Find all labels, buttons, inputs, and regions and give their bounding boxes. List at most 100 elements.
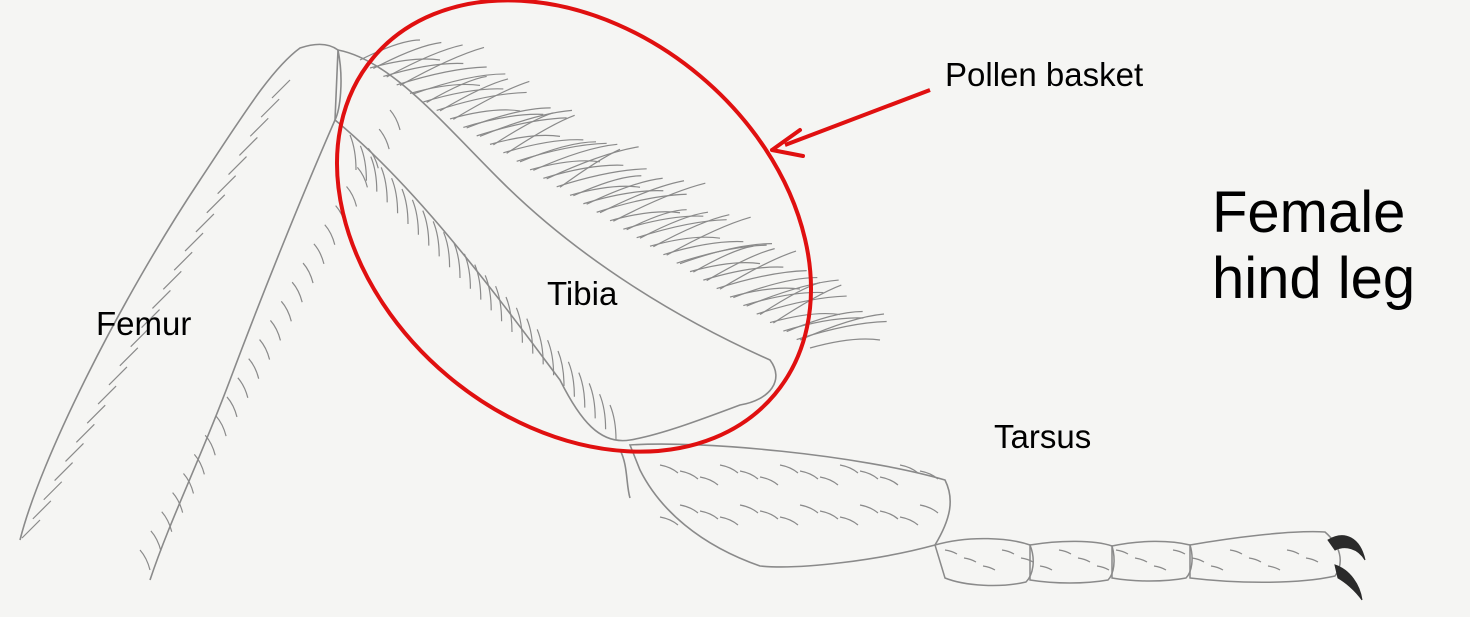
tarsal-segment-4 xyxy=(1190,532,1340,583)
hair-stroke xyxy=(453,81,529,119)
tarsal-segment-1 xyxy=(935,539,1033,586)
title-line-2: hind leg xyxy=(1212,246,1415,312)
claw-upper xyxy=(1328,536,1365,560)
hair-stroke xyxy=(945,550,957,554)
hair-stroke xyxy=(162,512,172,532)
hair-stroke xyxy=(218,176,236,194)
hair-stroke xyxy=(281,301,291,321)
hair-stroke xyxy=(730,288,800,297)
hair-stroke xyxy=(740,505,758,513)
hair-stroke xyxy=(174,252,192,270)
hair-stroke xyxy=(249,359,259,379)
hair-stroke xyxy=(503,140,583,153)
hair-stroke xyxy=(660,465,678,473)
hair-stroke xyxy=(423,89,503,102)
hair-stroke xyxy=(370,59,440,68)
basitarsus-outline xyxy=(630,444,950,567)
hair-stroke xyxy=(292,282,302,302)
hair-stroke xyxy=(1097,566,1109,570)
hair-stroke xyxy=(350,135,356,170)
hair-stroke xyxy=(600,394,606,429)
hair-stroke xyxy=(379,129,389,149)
hair-stroke xyxy=(860,505,878,513)
hair-stroke xyxy=(703,267,783,280)
hair-stroke xyxy=(800,471,818,479)
hair-stroke xyxy=(760,477,778,485)
title-line-1: Female xyxy=(1212,180,1415,246)
hair-stroke xyxy=(272,80,290,98)
hair-stroke xyxy=(402,189,408,224)
hair-stroke xyxy=(660,517,678,525)
tarsus-label: Tarsus xyxy=(994,418,1091,456)
hair-stroke xyxy=(1021,558,1033,562)
hair-stroke xyxy=(1249,558,1261,562)
hair-stroke xyxy=(667,217,751,255)
tarsal-segment-3 xyxy=(1112,541,1192,581)
hair-stroke xyxy=(860,471,878,479)
hair-stroke xyxy=(840,465,858,473)
tibia-label: Tibia xyxy=(547,275,617,313)
hair-stroke xyxy=(840,517,858,525)
hair-stroke xyxy=(800,505,818,513)
tibia-outline xyxy=(335,50,776,441)
hair-stroke xyxy=(239,137,257,155)
hair-stroke xyxy=(433,221,439,256)
hair-stroke xyxy=(780,465,798,473)
hair-stroke xyxy=(87,405,105,423)
hair-stroke xyxy=(261,99,279,117)
hair-stroke xyxy=(185,233,203,251)
hair-stroke xyxy=(229,157,247,175)
hair-stroke xyxy=(1154,566,1166,570)
hair-stroke xyxy=(65,443,83,461)
hair-stroke xyxy=(680,471,698,479)
hair-stroke xyxy=(537,329,543,364)
hair-stroke xyxy=(579,373,585,408)
hair-stroke xyxy=(98,386,116,404)
hair-stroke xyxy=(747,280,839,306)
hair-stroke xyxy=(820,511,838,519)
hair-stroke xyxy=(760,511,778,519)
hair-stroke xyxy=(700,477,718,485)
hair-stroke xyxy=(238,378,248,398)
hair-stroke xyxy=(163,271,181,289)
hair-stroke xyxy=(496,286,502,321)
hair-stroke xyxy=(463,114,543,127)
hair-stroke xyxy=(270,320,280,340)
hair-stroke xyxy=(1192,558,1204,562)
hair-stroke xyxy=(783,318,863,331)
hair-stroke xyxy=(568,362,574,397)
hair-stroke xyxy=(140,550,150,570)
hair-stroke xyxy=(1078,558,1090,562)
hair-stroke xyxy=(1135,558,1147,562)
hair-stroke xyxy=(900,517,918,525)
hair-stroke xyxy=(1040,566,1052,570)
hair-stroke xyxy=(227,397,237,417)
hair-stroke xyxy=(1230,550,1242,554)
hair-stroke xyxy=(720,465,738,473)
hair-stroke xyxy=(543,165,623,178)
hair-stroke xyxy=(109,367,127,385)
hair-stroke xyxy=(589,383,595,418)
hair-stroke xyxy=(507,115,575,153)
hair-stroke xyxy=(964,558,976,562)
diagram-title: Female hind leg xyxy=(1212,180,1415,312)
hair-stroke xyxy=(325,225,335,245)
hair-stroke xyxy=(1306,558,1318,562)
hair-stroke xyxy=(347,187,357,207)
pollen-basket-arrow-line xyxy=(785,90,930,145)
hair-stroke xyxy=(880,511,898,519)
hair-stroke xyxy=(700,511,718,519)
hair-stroke xyxy=(1268,566,1280,570)
hair-stroke xyxy=(720,517,738,525)
hair-stroke xyxy=(76,424,94,442)
hair-stroke xyxy=(610,212,680,221)
hair-stroke xyxy=(381,167,387,202)
hair-stroke xyxy=(680,505,698,513)
hair-stroke xyxy=(920,505,938,513)
hair-stroke xyxy=(610,405,616,440)
hair-stroke xyxy=(983,566,995,570)
hair-stroke xyxy=(1287,550,1299,554)
hair-stroke xyxy=(260,340,270,360)
hair-stroke xyxy=(44,482,62,500)
